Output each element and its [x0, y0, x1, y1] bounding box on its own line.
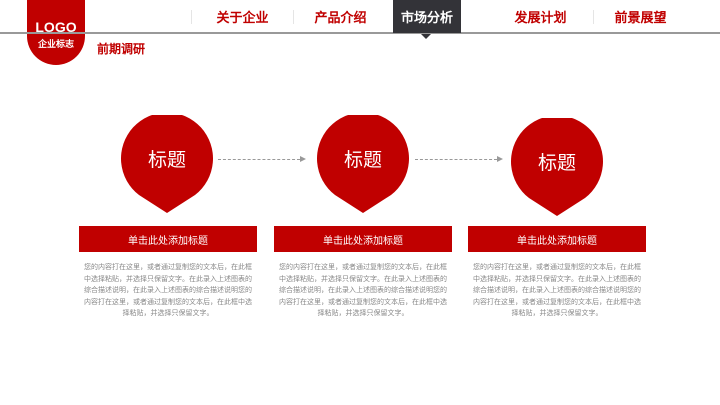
nav-tab-products[interactable]: 产品介绍 — [314, 10, 367, 25]
nav-separator — [191, 10, 192, 24]
nav-tab-plan[interactable]: 发展计划 — [514, 10, 567, 25]
pin-marker-2: 标题 — [317, 112, 409, 215]
dashed-arrow-icon — [218, 156, 306, 162]
pin-label: 标题 — [147, 150, 186, 171]
step-title-bar-2[interactable]: 单击此处添加标题 — [274, 226, 452, 252]
step-description-1: 您的内容打在这里，或者通过复制您的文本后，在此框中选择粘贴，并选择只保留文字。在… — [84, 264, 252, 317]
step-title-bar-3[interactable]: 单击此处添加标题 — [468, 226, 646, 252]
pin-label: 标题 — [537, 153, 576, 174]
nav-divider — [0, 32, 720, 34]
step-description-2: 您的内容打在这里，或者通过复制您的文本后，在此框中选择粘贴，并选择只保留文字。在… — [279, 264, 447, 317]
pin-marker-1: 标题 — [121, 112, 213, 215]
logo-subtext: 企业标志 — [37, 39, 74, 49]
nav-tab-outlook[interactable]: 前景展望 — [614, 10, 667, 25]
pin-marker-3: 标题 — [511, 115, 603, 218]
dashed-arrow-icon — [415, 156, 503, 162]
nav-separator — [593, 10, 594, 24]
pin-label: 标题 — [343, 150, 382, 171]
nav-tab-market[interactable]: 市场分析 — [393, 0, 461, 33]
nav-separator — [293, 10, 294, 24]
step-title-bar-1[interactable]: 单击此处添加标题 — [79, 226, 257, 252]
logo-text: LOGO — [35, 19, 77, 35]
active-tab-caret — [421, 34, 431, 39]
page-subtitle: 前期调研 — [97, 42, 146, 56]
nav-tab-about[interactable]: 关于企业 — [216, 10, 269, 25]
step-description-3: 您的内容打在这里，或者通过复制您的文本后，在此框中选择粘贴，并选择只保留文字。在… — [473, 264, 641, 317]
